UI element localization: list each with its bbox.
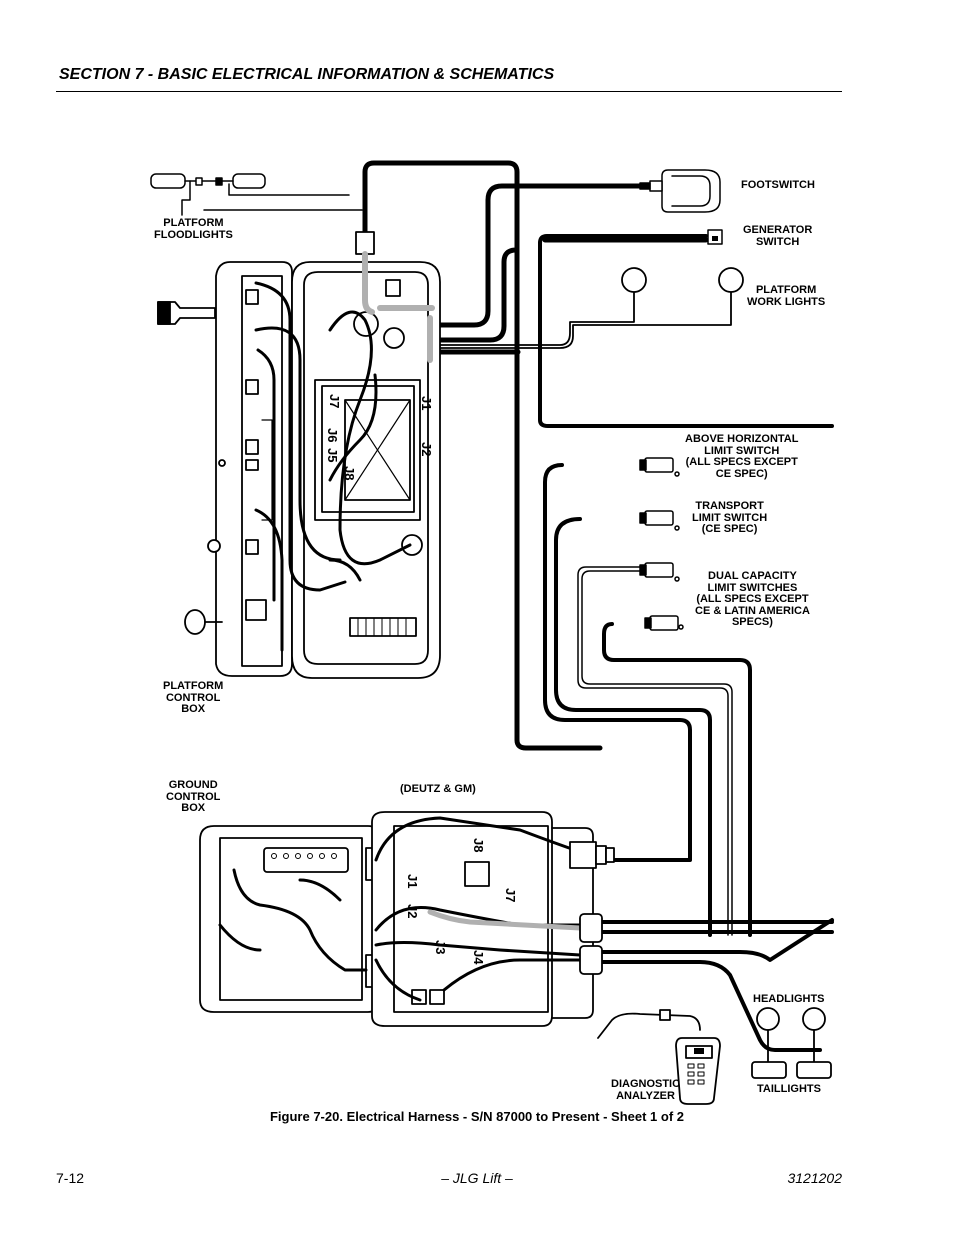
label-J2-platform: J2 — [419, 442, 434, 456]
side-harness — [538, 234, 834, 937]
label-platform-floodlights: PLATFORM FLOODLIGHTS — [154, 217, 233, 241]
label-J6-platform: J6 — [325, 428, 340, 442]
work-light-icon — [431, 267, 744, 349]
platform-gray-wiring — [362, 251, 435, 363]
label-J2-ground: J2 — [405, 904, 420, 918]
label-footswitch: FOOTSWITCH — [741, 179, 815, 191]
label-J7-ground: J7 — [503, 888, 518, 902]
label-J1-platform: J1 — [419, 396, 434, 410]
taillight-icon — [751, 1061, 832, 1079]
connector-labels: J7 J1 J6 J5 J8 J2 J8 J1 J7 J2 J3 J4 — [325, 394, 518, 965]
label-platform-work-lights: PLATFORM WORK LIGHTS — [747, 284, 826, 308]
label-diagnostic-analyzer: DIAGNOSTIC ANALYZER — [611, 1078, 681, 1102]
label-taillights: TAILLIGHTS — [757, 1083, 821, 1095]
figure-caption: Figure 7-20. Electrical Harness - S/N 87… — [269, 1109, 684, 1124]
limit-switch-icon — [639, 457, 684, 631]
footer-center: – JLG Lift – — [441, 1170, 513, 1186]
bulkhead-connector-icon — [569, 841, 615, 975]
header-rule — [56, 91, 842, 92]
floodlight-icon — [150, 173, 363, 216]
ground-control-box — [199, 825, 381, 1013]
label-J8-platform: J8 — [342, 466, 357, 480]
label-generator-switch: GENERATOR SWITCH — [743, 224, 813, 248]
label-J7-platform: J7 — [327, 394, 342, 408]
platform-control-box — [157, 261, 293, 677]
label-transport-limit-switch: TRANSPORT LIMIT SWITCH (CE SPEC) — [692, 500, 768, 535]
platform-box-body — [291, 231, 441, 679]
platform-internal-wiring — [254, 281, 412, 652]
label-J4-ground: J4 — [471, 950, 486, 965]
thin-lines — [577, 566, 733, 936]
terminal-strip — [357, 617, 407, 637]
ground-terminal-strip — [271, 853, 337, 859]
label-J3-ground: J3 — [433, 940, 448, 954]
section-title: SECTION 7 - BASIC ELECTRICAL INFORMATION… — [59, 66, 555, 83]
document-number: 3121202 — [787, 1170, 842, 1186]
label-ground-control-box: GROUND CONTROL BOX — [166, 779, 221, 814]
label-J8-ground: J8 — [471, 838, 486, 852]
diagnostic-analyzer-icon — [597, 1009, 721, 1105]
ground-bundle — [598, 918, 834, 1052]
headlight-icon — [756, 1007, 826, 1063]
label-deutz-gm: (DEUTZ & GM) — [400, 783, 476, 795]
main-cable-bundle — [362, 160, 709, 751]
label-platform-control-box: PLATFORM CONTROL BOX — [163, 680, 224, 715]
label-above-horizontal-limit-switch: ABOVE HORIZONTAL LIMIT SWITCH (ALL SPECS… — [685, 433, 799, 480]
label-dual-capacity-limit-switches: DUAL CAPACITY LIMIT SWITCHES (ALL SPECS … — [695, 570, 810, 628]
ground-gray-wiring — [427, 909, 583, 931]
page-number: 7-12 — [56, 1170, 85, 1186]
label-J5-platform: J5 — [325, 448, 340, 462]
footswitch-icon — [639, 169, 721, 213]
label-headlights: HEADLIGHTS — [753, 993, 825, 1005]
label-J1-ground: J1 — [405, 874, 420, 888]
